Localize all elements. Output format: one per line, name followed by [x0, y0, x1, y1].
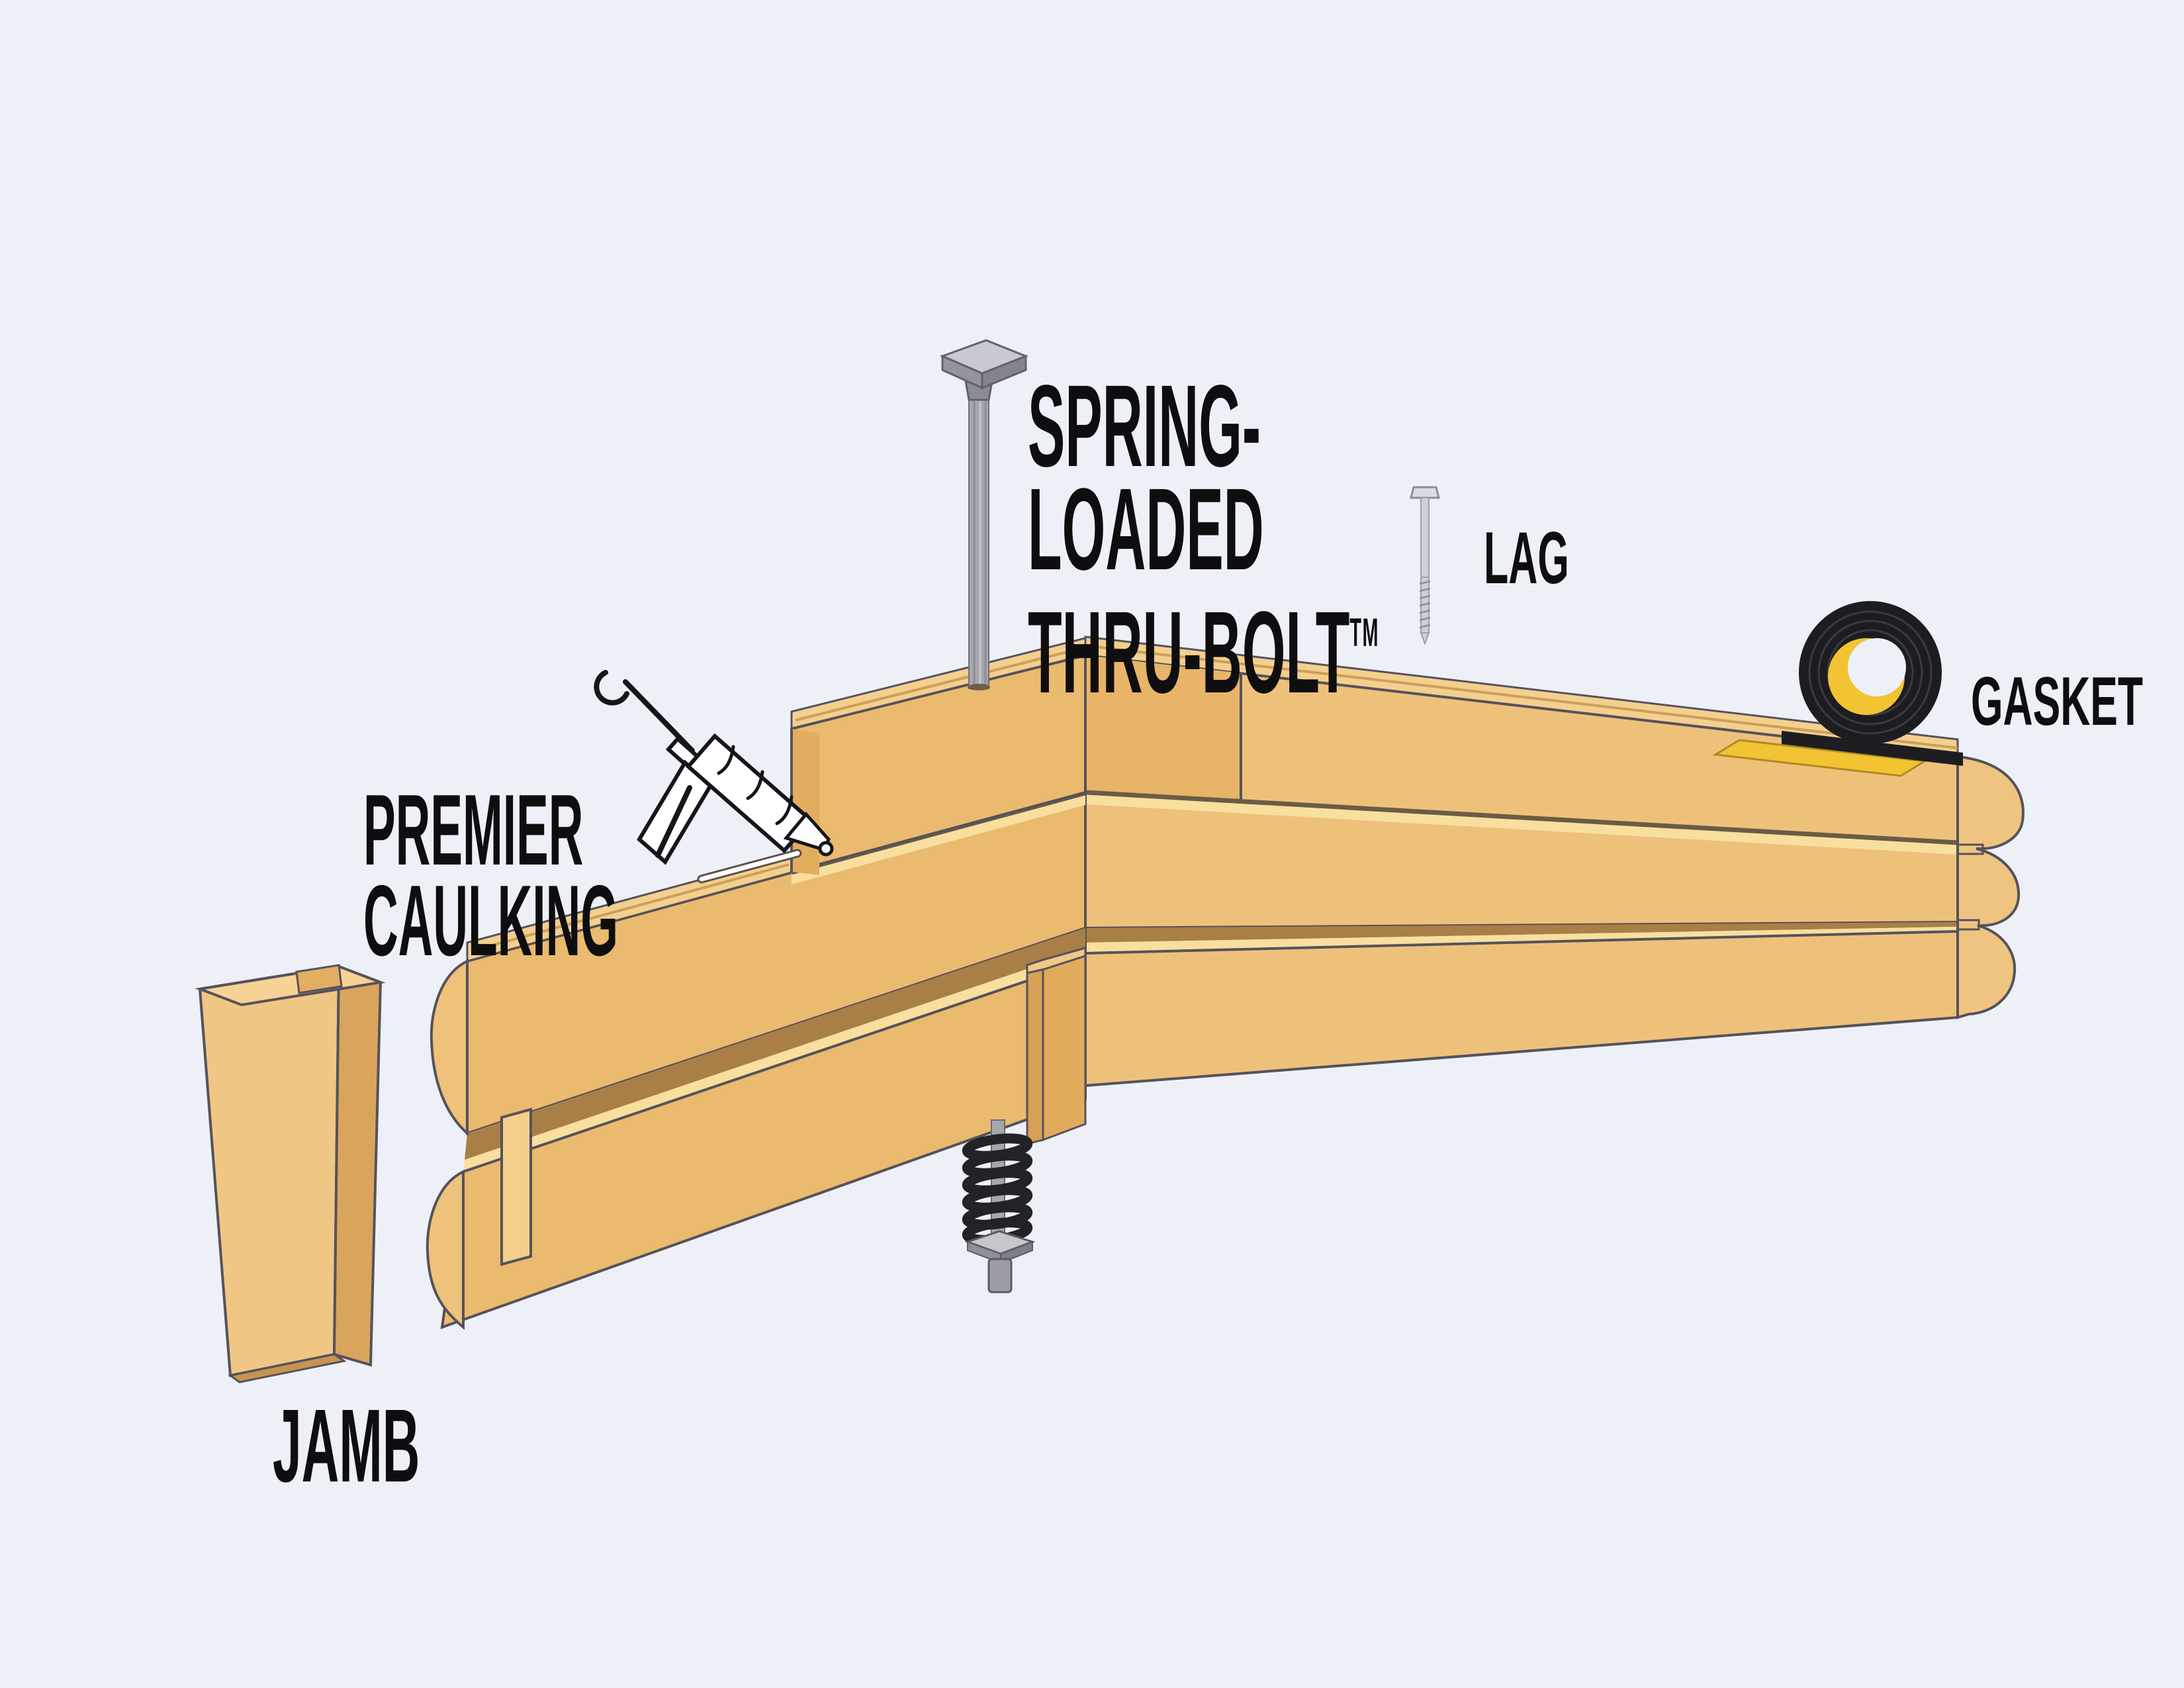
- end-notch-1: [1958, 843, 1984, 855]
- lag-shank: [1420, 497, 1430, 578]
- right-wall-tongue-line: [1089, 645, 1958, 749]
- right-wall-groove1: [1085, 790, 1958, 845]
- jamb-bottom-edge: [228, 1353, 347, 1383]
- gasket-illustration: [1712, 601, 1963, 777]
- coil-spring-icon: [962, 1133, 1033, 1245]
- label-lag: LAG: [1484, 517, 1569, 599]
- course2-tongue-line: [472, 863, 790, 952]
- right-wall-gap-band: [1085, 922, 1958, 943]
- bolt-entry-hole: [968, 684, 990, 690]
- label-line: SPRING-: [1028, 361, 1261, 491]
- lag-screw-illustration: [1410, 486, 1440, 645]
- end-notch-2: [1958, 919, 1980, 931]
- left-wall-groove1-tongue: [792, 793, 1085, 884]
- spring-assembly: [962, 1119, 1036, 1293]
- label-gasket: GASKET: [1971, 663, 2144, 740]
- label-premier-caulking: PREMIER CAULKING: [363, 774, 619, 977]
- caulk-bead: [699, 851, 800, 882]
- gun-barrel-band1: [717, 745, 735, 775]
- label-line: THRU-BOLTTM: [1028, 588, 1379, 718]
- corner-stub-face: [1042, 947, 1087, 1142]
- caulking-gun-illustration: [594, 670, 834, 884]
- bolt-head-side-right: [981, 354, 1027, 390]
- left-wall-gap-tongue: [463, 949, 1085, 1172]
- course2-end-profile: [430, 959, 469, 1137]
- jamb-notch: [295, 964, 343, 994]
- corner-stub-end: [1026, 958, 1044, 1145]
- lag-threads: [1419, 580, 1431, 629]
- trademark-symbol: TM: [1349, 610, 1379, 655]
- corner-stub-top: [1026, 947, 1087, 974]
- jamb-illustration: [195, 964, 386, 1383]
- right-wall-groove1-tongue: [1085, 792, 1958, 855]
- jamb-side-face: [332, 964, 383, 1367]
- jamb-front-face: [198, 964, 341, 1378]
- gun-rod-hook: [594, 670, 629, 706]
- thru-bolt-illustration: [939, 339, 1029, 690]
- right-wall-bottom-course: [1084, 929, 1959, 1088]
- lag-tip: [1420, 632, 1430, 645]
- passing-log-face: [1085, 655, 1241, 802]
- tongue-spline: [500, 1107, 532, 1266]
- right-wall-end-profile: [1956, 755, 2025, 1019]
- left-wall-gap-band: [465, 928, 1085, 1160]
- label-line: CAULKING: [363, 865, 619, 977]
- label-spring-loaded-thru-bolt: SPRING- LOADED THRU-BOLTTM: [1028, 361, 1379, 718]
- gun-trigger: [655, 785, 692, 858]
- course3-end-profile: [426, 1169, 465, 1331]
- left-wall: [426, 637, 1087, 1331]
- gun-barrel-band2: [746, 770, 764, 800]
- label-jamb: JAMB: [273, 1388, 420, 1504]
- gasket-tape-yellow: [1712, 739, 1928, 777]
- gun-barrel-band3: [775, 795, 794, 825]
- caulk-tip-blob: [818, 841, 834, 857]
- label-line: LOADED: [1028, 465, 1264, 594]
- lag-head: [1410, 486, 1440, 499]
- nut-icon: [987, 1258, 1013, 1293]
- label-line: PREMIER: [363, 774, 584, 886]
- gasket-roll-hole: [1848, 638, 1906, 696]
- gasket-tape-black: [1782, 731, 1963, 766]
- right-wall: [1084, 635, 2025, 1088]
- top-log-tongue-line: [795, 646, 1086, 722]
